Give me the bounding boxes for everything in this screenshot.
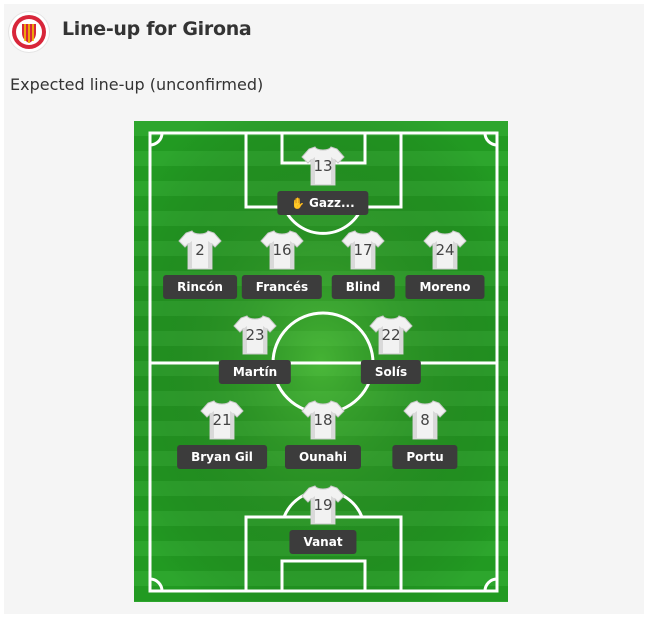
player-name: Moreno [419, 280, 471, 294]
player-name: Bryan Gil [191, 450, 253, 464]
jersey-icon [369, 314, 413, 356]
player-name-tag[interactable]: Bryan Gil [177, 445, 267, 469]
player-number: 8 [420, 411, 430, 429]
player-name: Martín [232, 365, 278, 379]
player-name-tag[interactable]: Rincón [163, 275, 237, 299]
player-name: Portu [406, 450, 444, 464]
jersey-icon [260, 229, 304, 271]
player-number: 23 [245, 326, 265, 344]
player-name: Ounahi [298, 450, 348, 464]
page-title: Line-up for Girona [62, 18, 252, 40]
player-name: Gazz... [309, 196, 355, 210]
player-number: 13 [313, 157, 333, 175]
player-name-tag[interactable]: ✋Gazz... [277, 191, 369, 215]
player-name-tag[interactable]: Martín [218, 360, 292, 384]
player-name: Francés [255, 280, 309, 294]
player-number: 19 [313, 496, 333, 514]
player-card[interactable]: 13 ✋Gazz... [277, 145, 369, 215]
player-name-tag[interactable]: Moreno [405, 275, 485, 299]
player-number: 22 [381, 326, 401, 344]
jersey-icon [178, 229, 222, 271]
player-number: 17 [353, 241, 373, 259]
player-name-tag[interactable]: Portu [392, 445, 458, 469]
jersey-icon [301, 399, 345, 441]
jersey-icon [423, 229, 467, 271]
player-name: Blind [345, 280, 381, 294]
player-name-tag[interactable]: Solís [360, 360, 422, 384]
jersey-icon [403, 399, 447, 441]
player-name-tag[interactable]: Francés [241, 275, 323, 299]
header: Line-up for Girona [4, 4, 644, 60]
jersey-icon [200, 399, 244, 441]
jersey-icon [301, 145, 345, 187]
player-name: Rincón [177, 280, 223, 294]
player-name-tag[interactable]: Vanat [289, 530, 357, 554]
player-number: 16 [272, 241, 292, 259]
player-name-tag[interactable]: Blind [331, 275, 395, 299]
player-name: Vanat [303, 535, 343, 549]
goalkeeper-glove-icon: ✋ [291, 197, 306, 210]
jersey-icon [301, 484, 345, 526]
jersey-icon [233, 314, 277, 356]
player-number: 2 [195, 241, 205, 259]
lineup-status-text: Expected line-up (unconfirmed) [10, 75, 264, 94]
player-number: 18 [313, 411, 333, 429]
player-number: 24 [435, 241, 455, 259]
girona-crest-icon [9, 12, 49, 52]
jersey-icon [341, 229, 385, 271]
player-name: Solís [374, 365, 408, 379]
player-number: 21 [212, 411, 232, 429]
player-name-tag[interactable]: Ounahi [284, 445, 362, 469]
